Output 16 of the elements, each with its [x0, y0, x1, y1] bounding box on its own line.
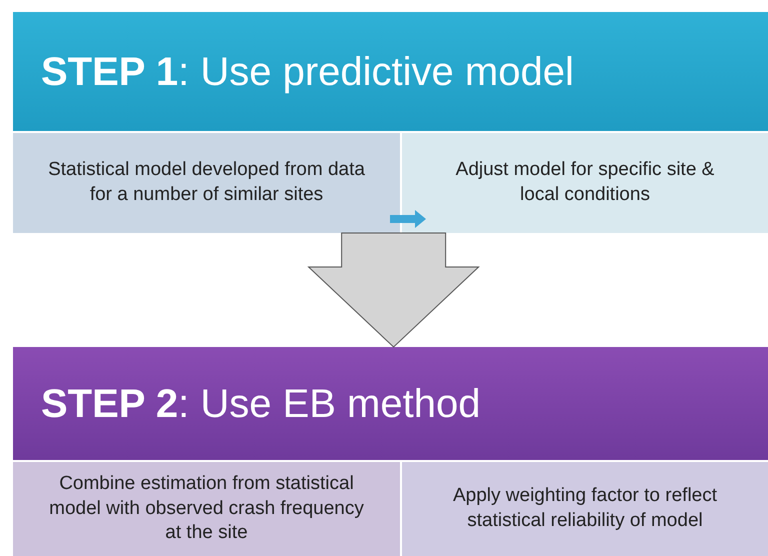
step-detail-box	[402, 133, 768, 233]
step-detail-box	[402, 462, 768, 556]
arrow	[390, 210, 426, 228]
step-description: Adjust model for specific site & local conditions	[454, 158, 716, 207]
step-title: STEP 2: Use EB method	[41, 380, 480, 428]
step-description: Combine estimation from statistical model with observed crash frequency at the site	[48, 472, 365, 546]
step-header	[13, 347, 768, 460]
step-panel	[13, 12, 768, 233]
step-description: Apply weighting factor to reflect statistical reliability of model	[452, 484, 718, 533]
step-description: Statistical model developed from data for a number of similar sites	[47, 158, 366, 207]
down-block-arrow	[307, 232, 480, 348]
step-header	[13, 12, 768, 131]
step-detail-box	[13, 462, 400, 556]
step-panel	[13, 347, 768, 556]
step-title: STEP 1: Use predictive model	[41, 48, 574, 96]
step-detail-box	[13, 133, 400, 233]
